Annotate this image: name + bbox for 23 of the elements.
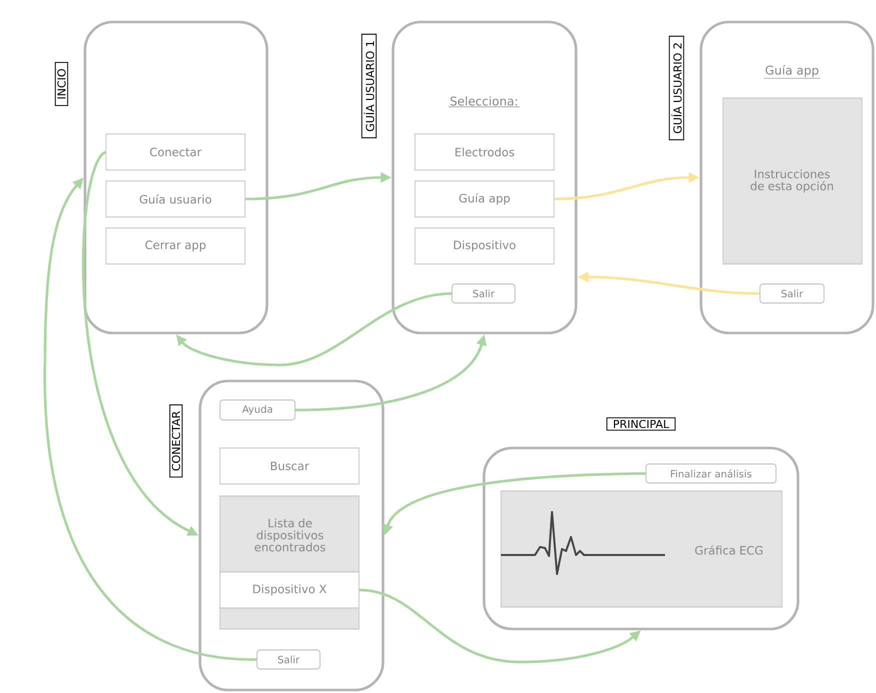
panel-text: Instrucciones de esta opción: [750, 169, 833, 193]
screen-tag: GUÍA USUARIO 1: [361, 34, 377, 138]
small-button: Salir: [760, 284, 824, 304]
small-button: Salir: [452, 284, 516, 304]
screen-tag: PRINCIPAL: [606, 417, 676, 431]
screen-tag: GUÍA USUARIO 2: [668, 36, 684, 140]
small-button: Ayuda: [220, 400, 296, 420]
menu-button: Guía usuario: [106, 180, 246, 218]
panel-text: Lista de dispositivos encontrados: [254, 518, 326, 552]
screen-tag: INCIO: [54, 62, 68, 106]
menu-button: Conectar: [106, 134, 246, 170]
menu-button: Electrodos: [414, 134, 554, 170]
menu-button: Guía app: [414, 180, 554, 218]
small-button: Salir: [256, 650, 320, 670]
menu-button: Buscar: [220, 448, 360, 484]
screen-tag: CONECTAR: [169, 404, 183, 478]
list-item: Dispositivo X: [220, 572, 360, 608]
panel-text: Gráfica ECG: [695, 545, 762, 555]
menu-button: Dispositivo: [414, 228, 554, 264]
menu-button: Cerrar app: [106, 228, 246, 264]
small-button: Finalizar análisis: [646, 464, 776, 484]
screen-heading: Guía app: [764, 64, 820, 79]
screen-heading: Selecciona:: [448, 96, 520, 108]
